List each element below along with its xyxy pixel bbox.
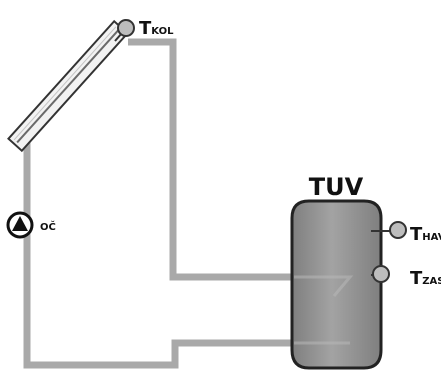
sensor-t-kol: TKOL (114, 18, 174, 42)
temperature-sensor-icon (389, 221, 407, 239)
return-pipe (20, 138, 292, 369)
pump-label: OČ (40, 220, 56, 233)
supply-pipe (128, 38, 292, 281)
tank-body (290, 199, 383, 370)
sensor-t-hav-label: THAV (410, 224, 441, 245)
sensor-t-zas: TZAS (371, 265, 441, 289)
sensor-t-hav: THAV (371, 221, 441, 245)
collector-inner-line (16, 28, 120, 144)
storage-tank: TUV (290, 173, 383, 370)
temperature-sensor-icon (372, 265, 390, 283)
solar-collector (7, 19, 129, 153)
sensor-t-zas-label: TZAS (410, 268, 441, 289)
pump-arrow (12, 216, 28, 231)
temperature-sensor-icon (117, 19, 135, 37)
tank-label: TUV (309, 173, 364, 201)
circulation-pump: OČ (6, 211, 56, 239)
tank-heat-exchanger (294, 275, 354, 345)
sensor-t-kol-label: TKOL (139, 18, 174, 39)
